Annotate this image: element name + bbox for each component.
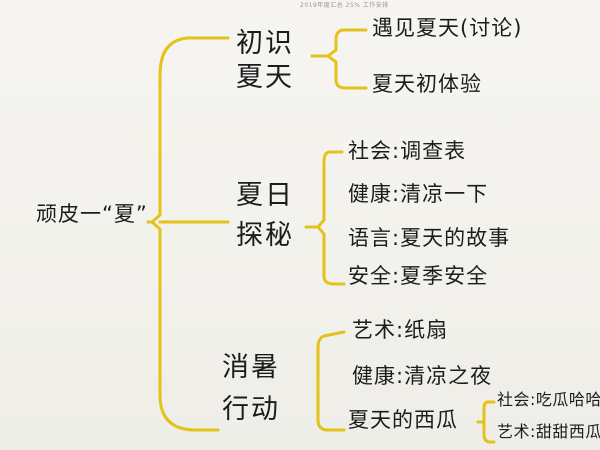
branch2-item-1: 社会:调查表 bbox=[348, 139, 467, 163]
branch1-item-2: 夏天初体验 bbox=[372, 72, 482, 96]
branch2-brace bbox=[316, 150, 346, 286]
print-strip: 2019年度汇总 25% 工作安排 bbox=[300, 2, 389, 8]
branch2-item-2: 健康:清凉一下 bbox=[348, 182, 489, 206]
branch1-label-line2: 夏天 bbox=[236, 62, 294, 93]
branch3-item-3: 夏天的西瓜 bbox=[348, 408, 458, 432]
branch1-item-1: 遇见夏天(讨论) bbox=[372, 16, 523, 40]
branch2-label-line1: 夏日 bbox=[236, 180, 294, 211]
branch2-label-line2: 探秘 bbox=[236, 220, 294, 251]
branch3-item-1: 艺术:纸扇 bbox=[352, 318, 449, 342]
root-topic: 顽皮一“夏” bbox=[36, 202, 148, 226]
branch2-item-4: 安全:夏季安全 bbox=[348, 264, 489, 288]
root-brace bbox=[149, 36, 230, 432]
branch1-brace bbox=[325, 28, 368, 90]
branch3-subitem-1: 社会:吃瓜哈哈 bbox=[497, 390, 600, 409]
branch3-label-line2: 行动 bbox=[222, 394, 280, 425]
branch3-brace bbox=[316, 330, 346, 432]
branch3-subitem-2: 艺术:甜甜西瓜 bbox=[497, 422, 600, 441]
branch3-label-line1: 消暑 bbox=[222, 352, 280, 383]
branch1-label-line1: 初识 bbox=[236, 28, 294, 59]
branch2-item-3: 语言:夏天的故事 bbox=[348, 226, 511, 250]
branch3-item-2: 健康:清凉之夜 bbox=[352, 364, 493, 388]
